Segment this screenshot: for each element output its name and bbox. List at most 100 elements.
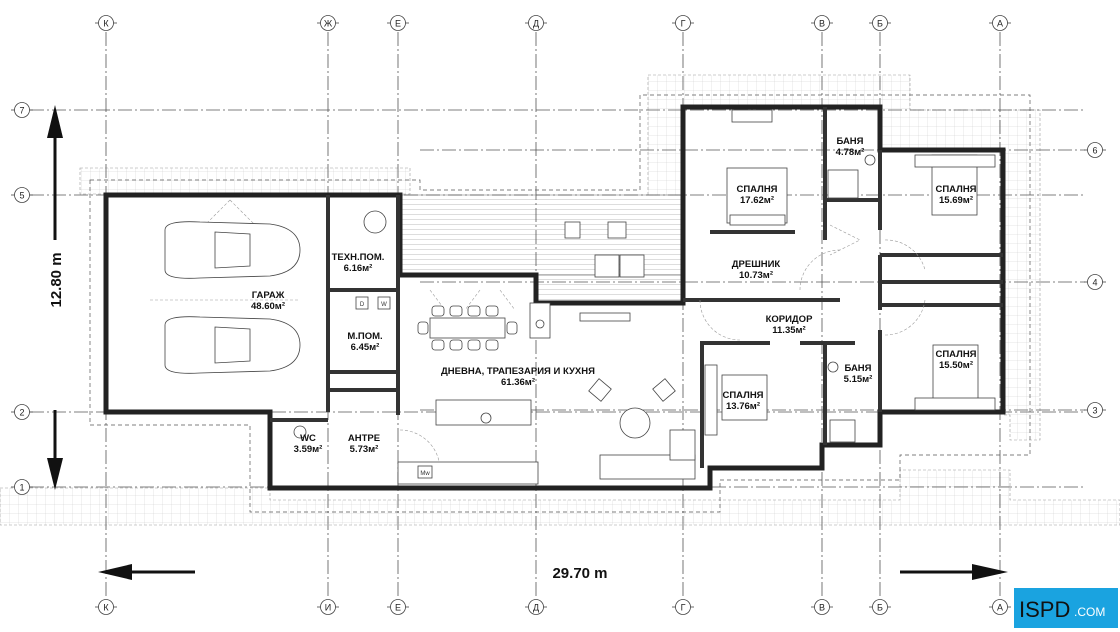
axis-bubble-top: К	[95, 15, 117, 31]
svg-text:1: 1	[19, 483, 24, 493]
axis-bubble-left: 1	[11, 479, 33, 495]
svg-text:Е: Е	[395, 603, 401, 613]
axis-bubble-right: 4	[1084, 274, 1106, 290]
roof-outline	[89, 94, 1031, 513]
svg-text:Ж: Ж	[324, 19, 333, 29]
axis-bubble-bottom: Г	[672, 599, 694, 615]
ispd-logo: ISPD .COM	[1014, 588, 1118, 628]
svg-text:Б: Б	[877, 603, 883, 613]
walls	[103, 104, 1006, 491]
room-name: БАНЯ	[844, 363, 871, 374]
svg-text:В: В	[819, 603, 825, 613]
axis-bubble-left: 2	[11, 404, 33, 420]
room-label: WC3.59м²	[294, 433, 323, 455]
axis-bubble-top: Д	[525, 15, 547, 31]
room-name: ДНЕВНА, ТРАПЕЗАРИЯ И КУХНЯ	[441, 366, 595, 377]
axis-bubble-left: 7	[11, 102, 33, 118]
svg-text:Е: Е	[395, 19, 401, 29]
logo-suffix: .COM	[1074, 605, 1105, 619]
car-icon	[164, 221, 301, 279]
axis-bubble-bottom: Е	[387, 599, 409, 615]
room-name: КОРИДОР	[766, 314, 814, 325]
room-area: 4.78м²	[836, 147, 865, 158]
room-name: БАНЯ	[836, 136, 863, 147]
room-name: ДРЕШНИК	[732, 259, 781, 270]
width-dimension: 29.70 m	[552, 565, 607, 582]
height-dimension: 12.80 m	[48, 252, 65, 307]
axis-bubble-top: В	[811, 15, 833, 31]
svg-text:Г: Г	[681, 19, 686, 29]
axis-bubble-top: Г	[672, 15, 694, 31]
axis-bubble-right: 3	[1084, 402, 1106, 418]
axis-bubble-top: Ж	[317, 15, 339, 31]
washer-label: W	[381, 302, 387, 308]
axis-bubble-bottom: А	[989, 599, 1011, 615]
axis-bubble-right: 6	[1084, 142, 1106, 158]
room-area: 6.16м²	[344, 263, 373, 274]
room-name: ГАРАЖ	[252, 290, 285, 301]
dimensions: 12.80 m 29.70 m	[47, 105, 1008, 582]
room-area: 48.60м²	[251, 301, 285, 312]
axis-bubble-bottom: К	[95, 599, 117, 615]
svg-text:4: 4	[1092, 278, 1097, 288]
svg-text:А: А	[997, 19, 1003, 29]
room-name: СПАЛНЯ	[935, 184, 976, 195]
axis-bubble-top: А	[989, 15, 1011, 31]
room-area: 15.50м²	[939, 360, 973, 371]
dryer-label: D	[360, 302, 365, 308]
axis-bubble-top: Е	[387, 15, 409, 31]
room-name: СПАЛНЯ	[736, 184, 777, 195]
room-name: WC	[300, 433, 316, 444]
room-area: 15.69м²	[939, 195, 973, 206]
arrow-right-icon	[972, 564, 1008, 580]
furniture: Mw D W	[164, 109, 996, 485]
room-name: СПАЛНЯ	[935, 349, 976, 360]
svg-text:В: В	[819, 19, 825, 29]
svg-text:Б: Б	[877, 19, 883, 29]
room-area: 5.73м²	[350, 444, 379, 455]
room-name: АНТРЕ	[348, 433, 380, 444]
microwave-label: Mw	[420, 471, 430, 477]
svg-text:К: К	[103, 19, 109, 29]
room-area: 61.36м²	[501, 377, 535, 388]
arrow-up-icon	[47, 105, 63, 138]
svg-text:3: 3	[1092, 406, 1097, 416]
svg-text:А: А	[997, 603, 1003, 613]
room-area: 11.35м²	[772, 325, 805, 336]
svg-text:6: 6	[1092, 146, 1097, 156]
axis-bubble-bottom: Б	[869, 599, 891, 615]
room-label: М.ПОМ.6.45м²	[347, 331, 382, 353]
room-area: 5.15м²	[844, 374, 873, 385]
svg-text:К: К	[103, 603, 109, 613]
axis-bubble-left: 5	[11, 187, 33, 203]
axis-bubble-bottom: В	[811, 599, 833, 615]
arrow-left-icon	[98, 564, 132, 580]
room-name: М.ПОМ.	[347, 331, 382, 342]
svg-text:2: 2	[19, 408, 24, 418]
svg-text:7: 7	[19, 106, 24, 116]
room-label: ТЕХН.ПОМ.6.16м²	[332, 252, 385, 274]
logo-text: ISPD	[1019, 597, 1070, 622]
svg-text:Д: Д	[533, 19, 539, 29]
axis-bubble-bottom: Д	[525, 599, 547, 615]
room-area: 17.62м²	[740, 195, 774, 206]
room-name: ТЕХН.ПОМ.	[332, 252, 385, 263]
car-icon	[164, 316, 301, 374]
axis-bubble-bottom: И	[317, 599, 339, 615]
room-name: СПАЛНЯ	[722, 390, 763, 401]
arrow-down-icon	[47, 458, 63, 490]
svg-text:5: 5	[19, 191, 24, 201]
svg-text:Г: Г	[681, 603, 686, 613]
